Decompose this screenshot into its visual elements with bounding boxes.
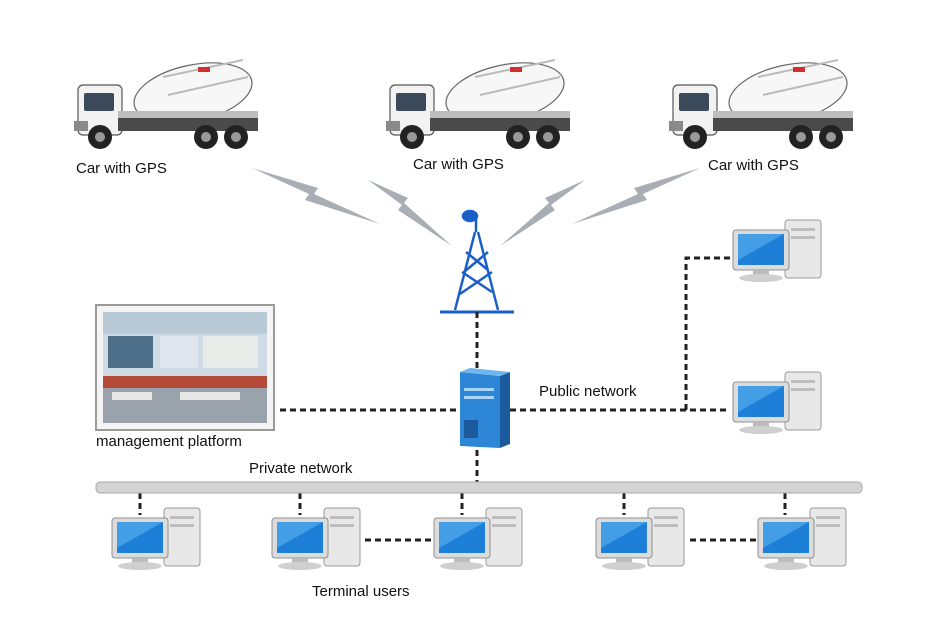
terminal-computer-3-icon bbox=[433, 507, 523, 571]
public-computer-top-icon bbox=[732, 219, 822, 283]
truck-right-icon bbox=[668, 52, 854, 151]
truck-right-label: Car with GPS bbox=[708, 157, 799, 174]
public-network-label: Public network bbox=[539, 383, 637, 400]
truck-left-label: Car with GPS bbox=[76, 160, 167, 177]
dashed-links bbox=[138, 256, 787, 542]
terminal-computer-4-icon bbox=[595, 507, 685, 571]
private-network-label: Private network bbox=[249, 460, 353, 477]
private-network-bus bbox=[95, 481, 863, 494]
truck-center-icon bbox=[385, 52, 571, 151]
terminal-computer-2-icon bbox=[271, 507, 361, 571]
public-computer-bottom-icon bbox=[732, 371, 822, 435]
server-icon bbox=[460, 368, 510, 448]
management-platform-label: management platform bbox=[96, 433, 242, 450]
terminal-computer-1-icon bbox=[111, 507, 201, 571]
signal-waves bbox=[252, 168, 700, 246]
radio-tower-icon bbox=[440, 209, 514, 314]
terminal-computer-5-icon bbox=[757, 507, 847, 571]
terminal-users-label: Terminal users bbox=[312, 583, 410, 600]
truck-left-icon bbox=[73, 52, 259, 151]
control-room-photo bbox=[95, 304, 275, 431]
truck-center-label: Car with GPS bbox=[413, 156, 504, 173]
